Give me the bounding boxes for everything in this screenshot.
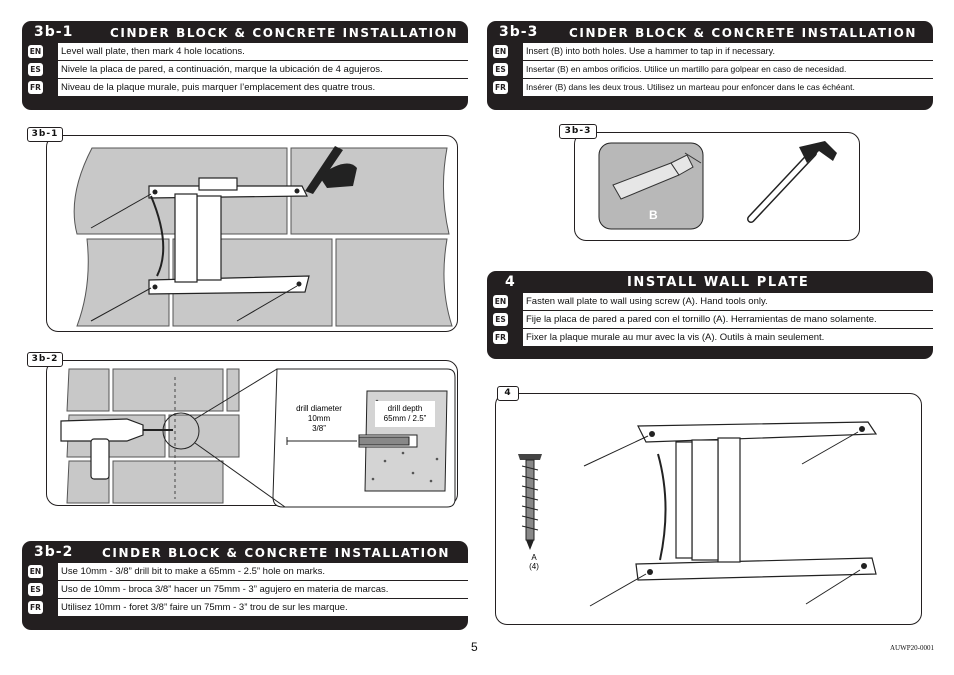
figure-4-label: 4 <box>497 386 519 401</box>
instruction-es: ES Insertar (B) en ambos orificios. Utili… <box>487 61 933 79</box>
instruction-fr: FR Utilisez 10mm - foret 3/8” faire un 75… <box>22 599 468 617</box>
instruction-text: Insérer (B) dans les deux trous. Utilise… <box>523 79 933 96</box>
drill-depth-text-1: drill depth <box>388 404 423 413</box>
step-title: CINDER BLOCK & CONCRETE INSTALLATION <box>569 26 918 40</box>
lang-badge-es: ES <box>493 63 508 76</box>
instruction-en: EN Level wall plate, then mark 4 hole loc… <box>22 43 468 61</box>
lang-badge-en: EN <box>28 45 43 58</box>
instruction-text: Niveau de la plaque murale, puis marquer… <box>58 79 468 96</box>
instruction-text: Utilisez 10mm - foret 3/8” faire un 75mm… <box>58 599 468 616</box>
instruction-text: Insert (B) into both holes. Use a hammer… <box>523 43 933 60</box>
screw-a-quantity: (4) <box>529 562 539 571</box>
figure-3b2: drill diameter 10mm 3/8” drill depth 65m… <box>46 360 458 508</box>
instruction-fr: FR Fixer la plaque murale au mur avec la … <box>487 329 933 347</box>
screw-a-label: A <box>531 553 537 562</box>
lang-badge-es: ES <box>28 583 43 596</box>
instruction-fr: FR Insérer (B) dans les deux trous. Utili… <box>487 79 933 97</box>
figure-3b1-label: 3b-1 <box>27 127 63 142</box>
instruction-fr: FR Niveau de la plaque murale, puis marqu… <box>22 79 468 97</box>
lang-badge-es: ES <box>493 313 508 326</box>
figure-3b1 <box>46 135 458 332</box>
figure-3b3: B <box>574 132 860 241</box>
step-3b3-header: 3b-3 CINDER BLOCK & CONCRETE INSTALLATIO… <box>487 21 933 43</box>
figure-3b2-label: 3b-2 <box>27 352 63 367</box>
lang-badge-fr: FR <box>28 81 43 94</box>
lang-badge-en: EN <box>493 295 508 308</box>
step-title: CINDER BLOCK & CONCRETE INSTALLATION <box>102 546 451 560</box>
figure-3b3-label: 3b-3 <box>559 124 597 139</box>
lang-badge-fr: FR <box>493 81 508 94</box>
step-number: 4 <box>505 274 516 290</box>
figure-3b3-illustration: B <box>598 141 837 230</box>
step-number: 3b-2 <box>34 544 74 560</box>
step-3b1-header: 3b-1 CINDER BLOCK & CONCRETE INSTALLATIO… <box>22 21 468 43</box>
lang-badge-en: EN <box>493 45 508 58</box>
instruction-es: ES Fije la placa de pared a pared con el … <box>487 311 933 329</box>
figure-4: A (4) <box>495 393 922 625</box>
instruction-text: Nivele la placa de pared, a continuación… <box>58 61 468 78</box>
drill-depth-text-2: 65mm / 2.5” <box>384 414 427 423</box>
step-number: 3b-3 <box>499 24 539 40</box>
step-3b2-panel: 3b-2 CINDER BLOCK & CONCRETE INSTALLATIO… <box>22 541 468 630</box>
document-code: AUWP20-0001 <box>890 644 934 652</box>
instruction-en: EN Insert (B) into both holes. Use a hamm… <box>487 43 933 61</box>
step-3b2-header: 3b-2 CINDER BLOCK & CONCRETE INSTALLATIO… <box>22 541 468 563</box>
step-4-header: 4 INSTALL WALL PLATE <box>487 271 933 293</box>
step-number: 3b-1 <box>34 24 74 40</box>
drill-diameter-text-2: 10mm <box>308 414 331 423</box>
step-title: INSTALL WALL PLATE <box>627 275 810 290</box>
lang-badge-en: EN <box>28 565 43 578</box>
instruction-en: EN Fasten wall plate to wall using screw … <box>487 293 933 311</box>
instruction-es: ES Nivele la placa de pared, a continuaci… <box>22 61 468 79</box>
instruction-text: Level wall plate, then mark 4 hole locat… <box>58 43 468 60</box>
step-title: CINDER BLOCK & CONCRETE INSTALLATION <box>110 26 459 40</box>
instruction-text: Insertar (B) en ambos orificios. Utilice… <box>523 61 933 78</box>
lang-badge-fr: FR <box>28 601 43 614</box>
instruction-es: ES Uso de 10mm - broca 3/8” hacer un 75mm… <box>22 581 468 599</box>
drill-diameter-text-1: drill diameter <box>296 404 342 413</box>
screw-icon <box>518 454 542 550</box>
instruction-text: Uso de 10mm - broca 3/8” hacer un 75mm -… <box>58 581 468 598</box>
anchor-b-label: B <box>649 208 658 222</box>
instruction-text: Use 10mm - 3/8” drill bit to make a 65mm… <box>58 563 468 580</box>
hammer-icon <box>747 141 837 223</box>
figure-4-illustration: A (4) <box>518 421 878 607</box>
lang-badge-es: ES <box>28 63 43 76</box>
instruction-text: Fasten wall plate to wall using screw (A… <box>523 293 933 310</box>
step-3b3-panel: 3b-3 CINDER BLOCK & CONCRETE INSTALLATIO… <box>487 21 933 110</box>
drill-diameter-text-3: 3/8” <box>312 424 326 433</box>
instruction-text: Fije la placa de pared a pared con el to… <box>523 311 933 328</box>
step-3b1-panel: 3b-1 CINDER BLOCK & CONCRETE INSTALLATIO… <box>22 21 468 110</box>
figure-3b1-illustration <box>73 146 453 327</box>
figure-3b2-illustration: drill diameter 10mm 3/8” drill depth 65m… <box>60 368 456 508</box>
step-4-panel: 4 INSTALL WALL PLATE EN Fasten wall plate… <box>487 271 933 359</box>
instruction-en: EN Use 10mm - 3/8” drill bit to make a 65… <box>22 563 468 581</box>
instruction-text: Fixer la plaque murale au mur avec la vi… <box>523 329 933 346</box>
lang-badge-fr: FR <box>493 331 508 344</box>
page-number: 5 <box>471 640 478 654</box>
